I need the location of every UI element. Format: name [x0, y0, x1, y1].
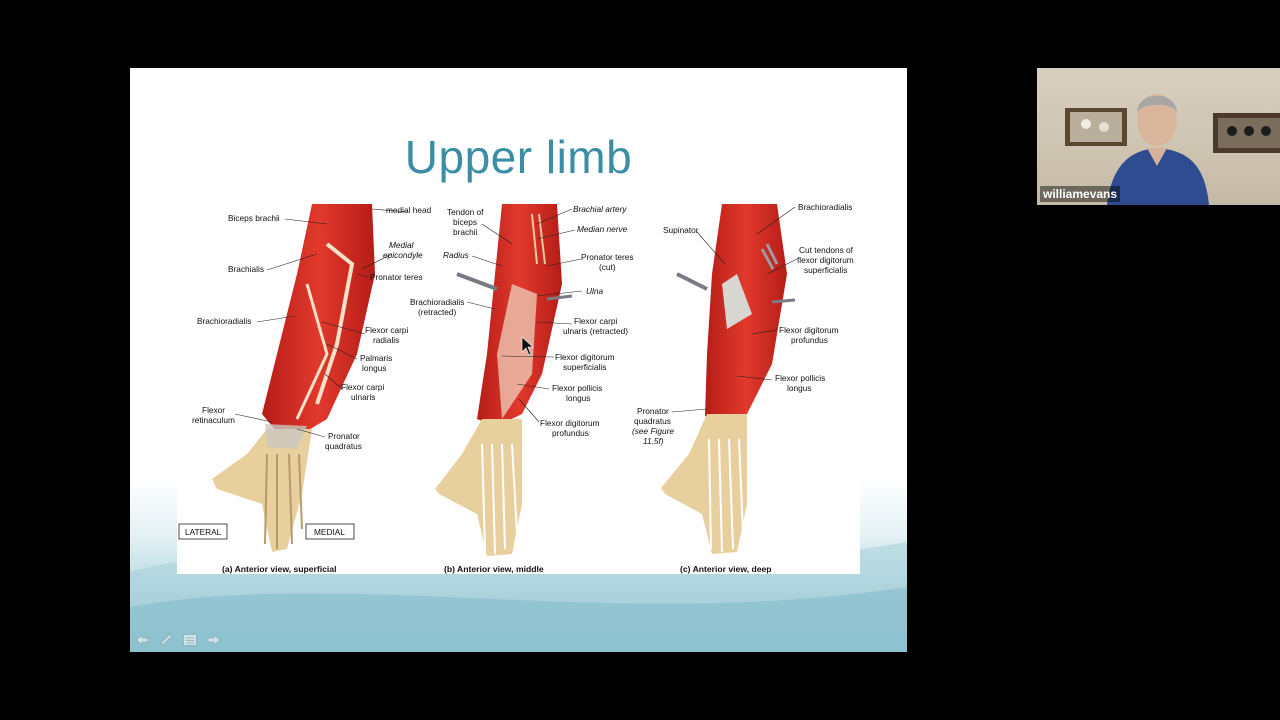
presentation-slide: Upper limb: [130, 68, 907, 652]
label-supinator: Supinator: [663, 225, 699, 235]
panel-a-forearm: [212, 204, 375, 552]
label-flexor-carpi-ulnaris: Flexor carpi: [341, 382, 384, 392]
label-flexor-retinaculum: Flexor: [202, 405, 225, 415]
caption-panel-b: (b) Anterior view, middle: [444, 564, 544, 574]
forearm-muscles-illustration: Biceps brachii medial head Medial epicon…: [178, 204, 854, 574]
slide-controls: [133, 630, 223, 650]
label-brachioradialis-retracted: Brachioradialis: [410, 297, 464, 307]
leader-lines: [234, 206, 798, 438]
label-brachioradialis-retracted-2: (retracted): [418, 307, 457, 317]
participant-video-tile[interactable]: williamevans: [1037, 68, 1280, 205]
label-medial-epicondyle: Medial: [389, 240, 415, 250]
label-flexor-pollicis-longus-c-2: longus: [787, 383, 811, 393]
pen-icon: [160, 633, 173, 646]
label-medial: MEDIAL: [314, 527, 345, 537]
label-flexor-carpi-ulnaris-retracted-2: ulnaris (retracted): [563, 326, 628, 336]
label-flexor-digitorum-superficialis: Flexor digitorum: [555, 352, 615, 362]
webcam-scene: [1065, 94, 1280, 205]
label-flexor-digitorum-profundus-b-2: profundus: [552, 428, 589, 438]
previous-slide-button[interactable]: [133, 631, 151, 649]
label-biceps-brachii: Biceps brachii: [228, 213, 280, 223]
caption-panel-a: (a) Anterior view, superficial: [222, 564, 336, 574]
arrow-right-icon: [207, 634, 221, 646]
label-ulna: Ulna: [586, 286, 603, 296]
label-pronator-quadratus-a-2: quadratus: [325, 441, 362, 451]
label-flexor-carpi-radialis: Flexor carpi: [365, 325, 408, 335]
label-cut-tendons-2: flexor digitorum: [797, 255, 854, 265]
mouse-cursor-icon: [521, 336, 534, 356]
label-medial-epicondyle-2: epicondyle: [383, 250, 423, 260]
next-slide-button[interactable]: [205, 631, 223, 649]
label-pronator-teres-cut-2: (cut): [599, 262, 616, 272]
arrow-left-icon: [135, 634, 149, 646]
label-flexor-retinaculum-2: retinaculum: [192, 415, 235, 425]
label-palmaris-longus-2: longus: [362, 363, 386, 373]
label-pronator-teres-cut: Pronator teres: [581, 252, 634, 262]
label-flexor-pollicis-longus-b-2: longus: [566, 393, 590, 403]
label-flexor-carpi-ulnaris-retracted: Flexor carpi: [574, 316, 617, 326]
label-see-figure: (see Figure: [632, 426, 674, 436]
label-cut-tendons: Cut tendons of: [799, 245, 854, 255]
label-flexor-carpi-ulnaris-2: ulnaris: [351, 392, 375, 402]
label-tendon-biceps-3: brachii: [453, 227, 478, 237]
label-brachioradialis-a: Brachioradialis: [197, 316, 251, 326]
slide-title: Upper limb: [404, 131, 633, 183]
label-radius: Radius: [443, 250, 469, 260]
label-pronator-quadratus-c: Pronator: [637, 406, 669, 416]
panel-b-forearm: [435, 204, 573, 556]
label-brachial-artery: Brachial artery: [573, 204, 627, 214]
label-brachioradialis-c: Brachioradialis: [798, 204, 852, 212]
label-flexor-carpi-radialis-2: radialis: [373, 335, 399, 345]
label-medial-head: medial head: [386, 205, 432, 215]
label-palmaris-longus: Palmaris: [360, 353, 392, 363]
menu-icon: [183, 634, 197, 646]
label-brachialis: Brachialis: [228, 264, 264, 274]
label-flexor-pollicis-longus-b: Flexor pollicis: [552, 383, 602, 393]
anatomy-figure: Biceps brachii medial head Medial epicon…: [177, 204, 860, 574]
pen-tool-button[interactable]: [157, 631, 175, 649]
label-median-nerve: Median nerve: [577, 224, 628, 234]
caption-panel-c: (c) Anterior view, deep: [680, 564, 772, 574]
slide-menu-button[interactable]: [181, 631, 199, 649]
label-flexor-digitorum-profundus-b: Flexor digitorum: [540, 418, 600, 428]
label-flexor-pollicis-longus-c: Flexor pollicis: [775, 373, 825, 383]
label-lateral: LATERAL: [185, 527, 222, 537]
label-tendon-biceps: Tendon of: [447, 207, 484, 217]
label-pronator-teres: Pronator teres: [370, 272, 423, 282]
panel-c-forearm: [661, 204, 796, 554]
label-flexor-digitorum-profundus-c-2: profundus: [791, 335, 828, 345]
label-flexor-digitorum-profundus-c: Flexor digitorum: [779, 325, 839, 335]
label-see-figure-2: 11.5f): [643, 436, 664, 446]
label-pronator-quadratus-a: Pronator: [328, 431, 360, 441]
label-cut-tendons-3: superficialis: [804, 265, 847, 275]
participant-name-label: williamevans: [1040, 186, 1121, 202]
label-flexor-digitorum-superficialis-2: superficialis: [563, 362, 606, 372]
label-pronator-quadratus-c-2: quadratus: [634, 416, 671, 426]
label-tendon-biceps-2: biceps: [453, 217, 477, 227]
